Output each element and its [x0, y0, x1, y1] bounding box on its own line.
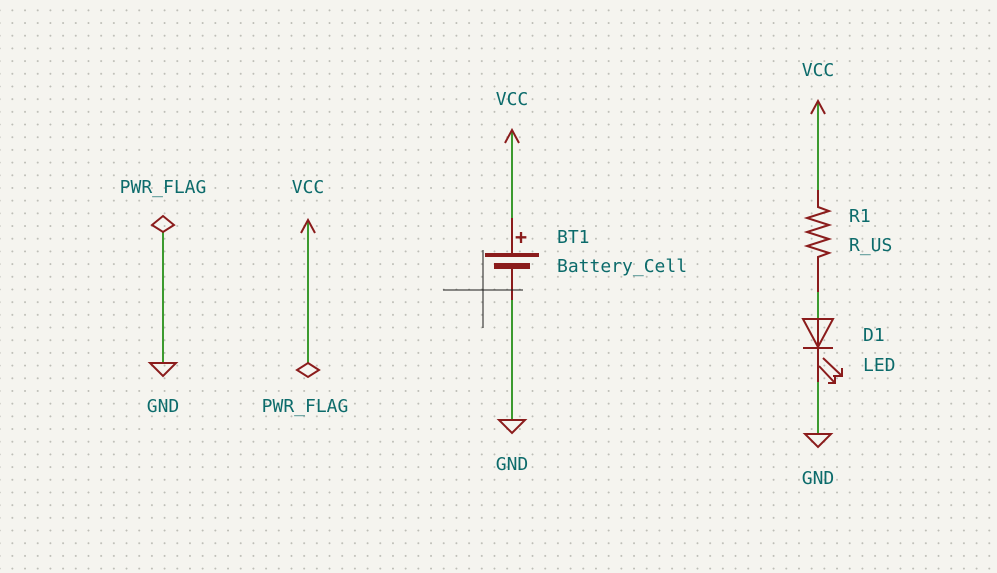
- gnd-symbol[interactable]: [802, 433, 834, 449]
- led-value[interactable]: LED: [863, 355, 896, 376]
- battery-value[interactable]: Battery_Cell: [557, 256, 688, 277]
- vcc-label: VCC: [495, 89, 529, 110]
- pwr-flag-gnd-group[interactable]: [147, 214, 179, 378]
- battery-negative-plate[interactable]: [494, 263, 530, 269]
- vcc-label: VCC: [291, 177, 325, 198]
- cursor-crosshair: [443, 250, 523, 328]
- pwr-flag-symbol[interactable]: [150, 214, 176, 234]
- pwr-flag-label: PWR_FLAG: [119, 177, 207, 198]
- pwr-flag-label: PWR_FLAG: [261, 396, 349, 417]
- battery-group[interactable]: [485, 127, 539, 435]
- led-triangle[interactable]: [801, 318, 835, 350]
- gnd-label: GND: [801, 468, 835, 489]
- battery-reference[interactable]: BT1: [557, 227, 590, 248]
- led-emission-arrow: [818, 365, 836, 384]
- vcc-symbol[interactable]: [504, 127, 520, 144]
- gnd-symbol[interactable]: [496, 419, 528, 435]
- vcc-label: VCC: [801, 60, 835, 81]
- battery-polarity-mark: +: [515, 225, 528, 249]
- gnd-label: GND: [146, 396, 180, 417]
- resistor-symbol[interactable]: [803, 190, 833, 292]
- resistor-reference[interactable]: R1: [849, 206, 871, 227]
- resistor-value[interactable]: R_US: [849, 235, 893, 256]
- gnd-symbol[interactable]: [147, 362, 179, 378]
- vcc-symbol[interactable]: [300, 217, 316, 234]
- resistor-led-group[interactable]: [801, 98, 843, 449]
- vcc-pwr-flag-group[interactable]: [295, 217, 321, 379]
- led-reference[interactable]: D1: [863, 325, 885, 346]
- vcc-symbol[interactable]: [810, 98, 826, 115]
- gnd-label: GND: [495, 454, 529, 475]
- battery-positive-plate[interactable]: [485, 253, 539, 257]
- pwr-flag-symbol[interactable]: [295, 361, 321, 379]
